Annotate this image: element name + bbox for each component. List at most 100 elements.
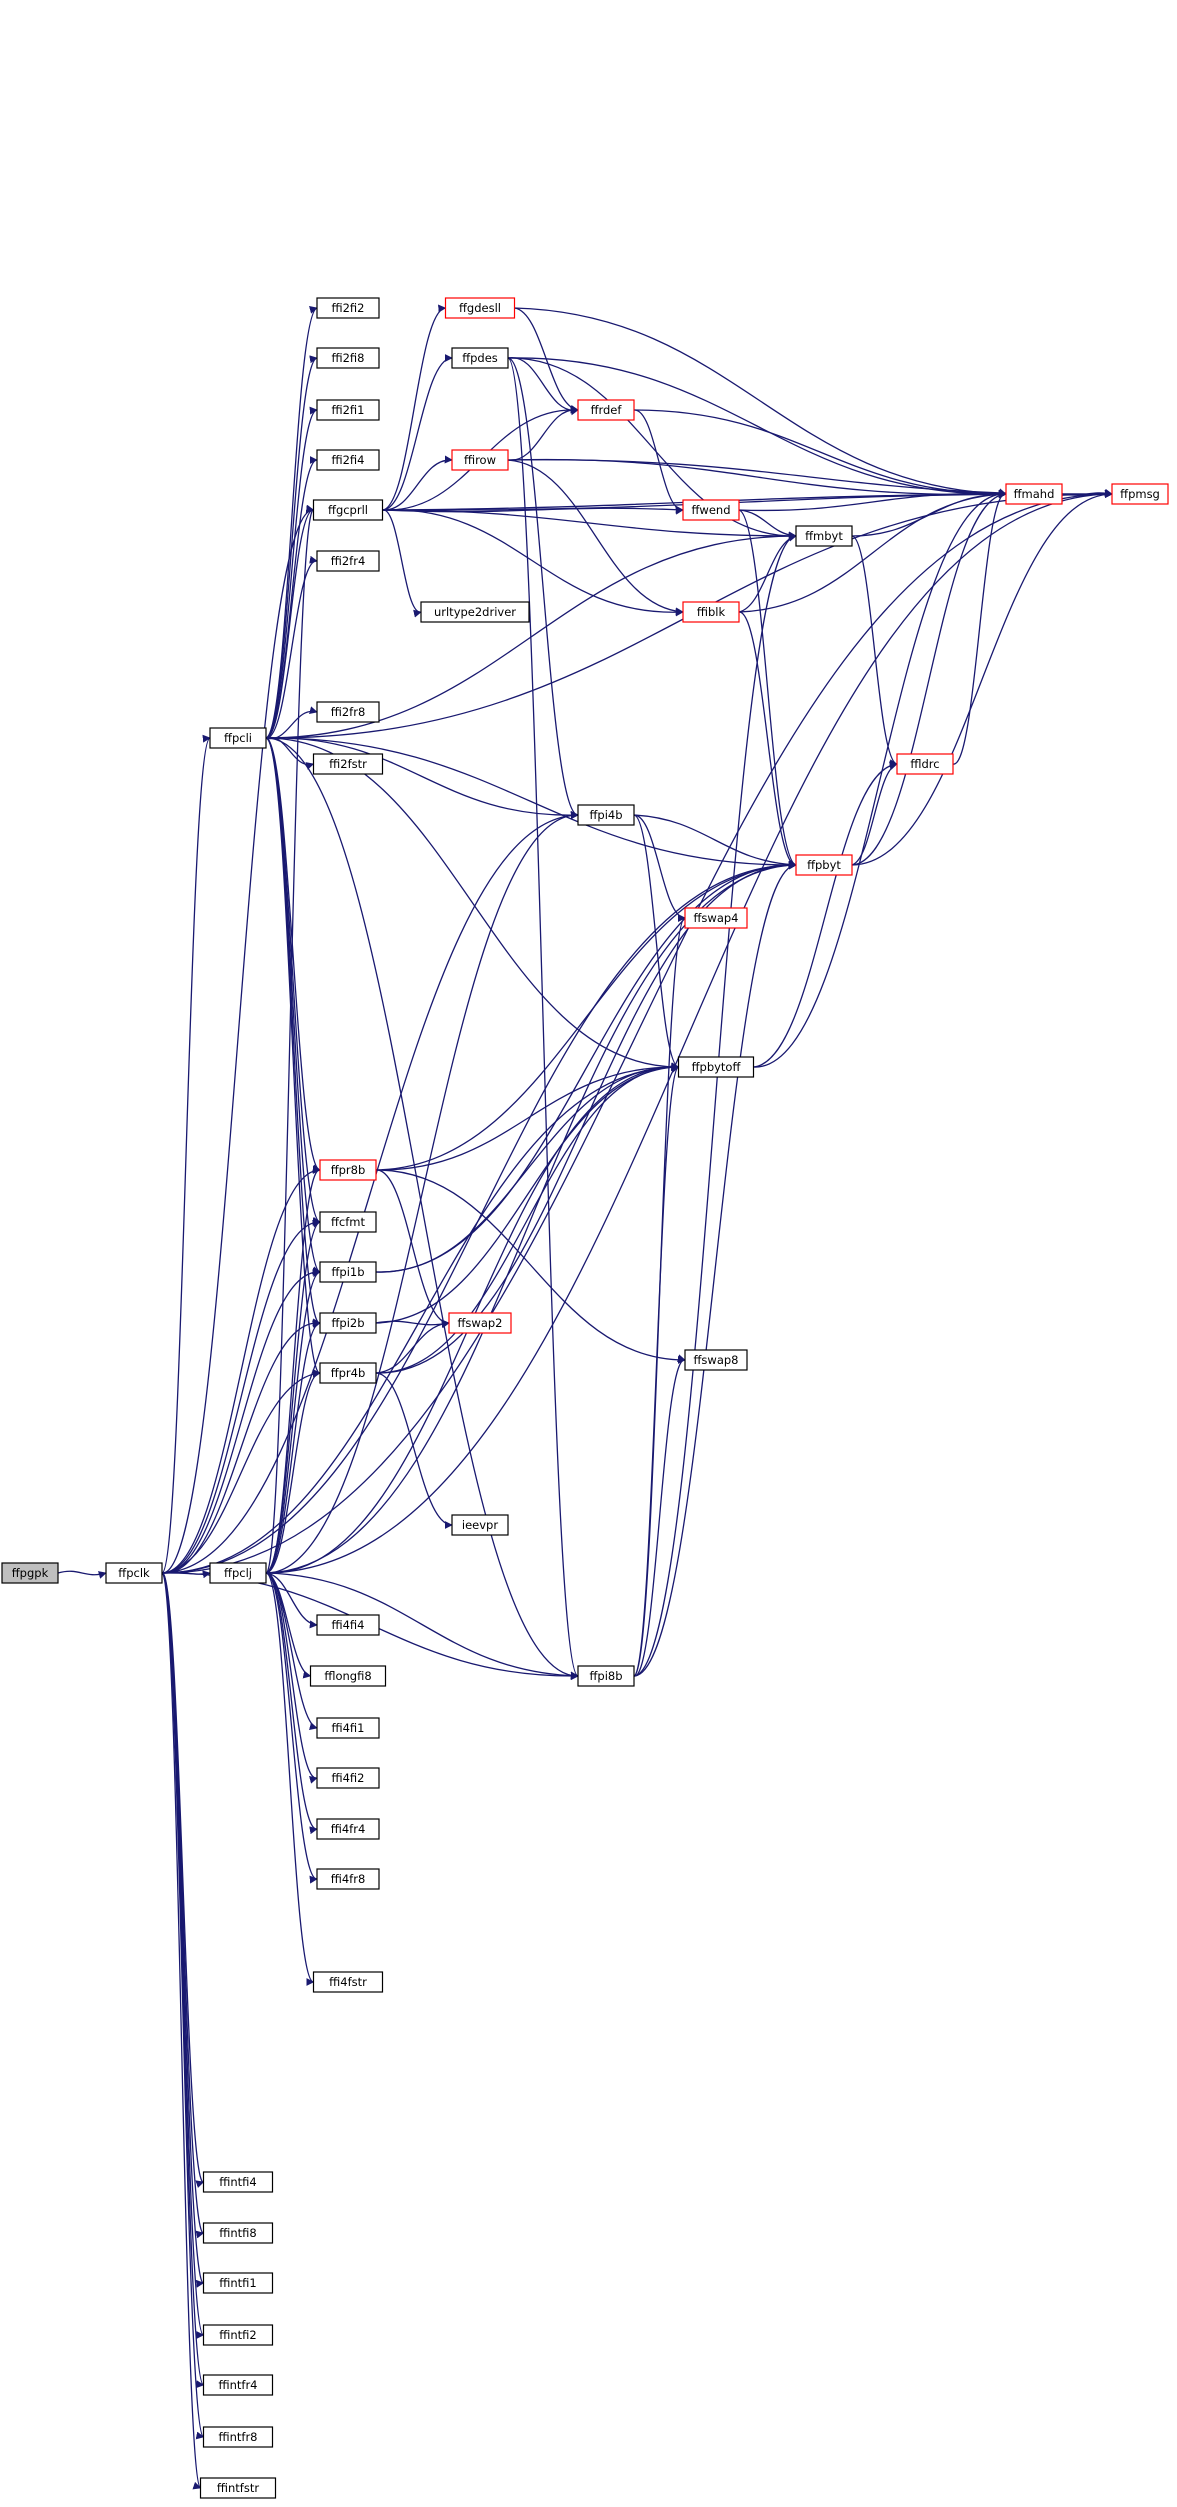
edge-ffgdesll-to-ffmahd xyxy=(514,307,1007,498)
node-ffintfi1[interactable]: ffintfi1 xyxy=(202,2272,274,2294)
edge-ffpclk-to-ffcfmt xyxy=(161,1217,321,1574)
edge-ffgcprll-to-ffwend xyxy=(382,505,684,514)
node-ffldrc[interactable]: ffldrc xyxy=(896,753,954,775)
node-label: ffgdesll xyxy=(459,301,501,315)
node-ffirow[interactable]: ffirow xyxy=(451,449,509,471)
node-ffpclk[interactable]: ffpclk xyxy=(105,1562,163,1584)
node-ffpr4b[interactable]: ffpr4b xyxy=(319,1362,377,1384)
node-ffintfr4[interactable]: ffintfr4 xyxy=(202,2374,274,2396)
edge-ffpi2b-to-ffpbytoff xyxy=(375,1063,680,1324)
node-ffiblk[interactable]: ffiblk xyxy=(682,601,740,623)
node-ffi2fi8[interactable]: ffi2fi8 xyxy=(316,347,380,369)
node-label: ffmahd xyxy=(1014,487,1055,501)
node-ffrdef[interactable]: ffrdef xyxy=(577,399,635,421)
edge-ffpdes-to-ffpi4b xyxy=(507,357,579,819)
node-ffi2fr4[interactable]: ffi2fr4 xyxy=(316,550,380,572)
node-ffi4fr4[interactable]: ffi4fr4 xyxy=(316,1818,380,1840)
node-ffpi1b[interactable]: ffpi1b xyxy=(319,1261,377,1283)
edge-ffpclj-to-ffgcprll xyxy=(265,505,315,1574)
node-label: ffpbytoff xyxy=(692,1060,742,1074)
node-label: ffpclk xyxy=(118,1566,150,1580)
node-ffi4fr8[interactable]: ffi4fr8 xyxy=(316,1868,380,1890)
node-ffi4fi4[interactable]: ffi4fi4 xyxy=(316,1614,380,1636)
node-box xyxy=(312,1971,384,1993)
node-box xyxy=(451,347,509,369)
node-ffi4fi1[interactable]: ffi4fi1 xyxy=(316,1717,380,1739)
node-ffi2fi1[interactable]: ffi2fi1 xyxy=(316,399,380,421)
node-box xyxy=(451,449,509,471)
node-ffpr8b[interactable]: ffpr8b xyxy=(319,1159,377,1181)
node-ffpi2b[interactable]: ffpi2b xyxy=(319,1312,377,1334)
node-label: ffi4fstr xyxy=(329,1975,367,1989)
node-ffpbyt[interactable]: ffpbyt xyxy=(795,854,853,876)
node-ffswap8[interactable]: ffswap8 xyxy=(684,1349,748,1371)
node-ffi2fi2[interactable]: ffi2fi2 xyxy=(316,297,380,319)
edge-ffpclk-to-ffpbytoff xyxy=(161,1063,680,1574)
node-box xyxy=(677,1056,755,1078)
node-ffpcli[interactable]: ffpcli xyxy=(209,727,267,749)
edge-ffiblk-to-ffpbyt xyxy=(738,611,797,870)
node-box xyxy=(202,2222,274,2244)
edge-ffrdef-to-ffmahd xyxy=(633,409,1007,498)
edge-ffpr4b-to-ieevpr xyxy=(375,1372,453,1529)
edge-ffgcprll-to-ffpdes xyxy=(382,354,453,511)
node-ffmahd[interactable]: ffmahd xyxy=(1005,483,1063,505)
node-ffintfr8[interactable]: ffintfr8 xyxy=(202,2426,274,2448)
node-box xyxy=(202,2324,274,2346)
node-box xyxy=(316,297,380,319)
node-box xyxy=(312,499,384,521)
edge-ffpclk-to-ffpi4b xyxy=(161,811,579,1574)
node-fflongfi8[interactable]: fflongfi8 xyxy=(309,1665,387,1687)
edge-ffpr4b-to-ffswap2 xyxy=(375,1319,450,1374)
node-ffpi4b[interactable]: ffpi4b xyxy=(577,804,635,826)
edge-ffirow-to-ffiblk xyxy=(507,459,684,616)
node-box xyxy=(105,1562,163,1584)
node-ffi4fi2[interactable]: ffi4fi2 xyxy=(316,1767,380,1789)
node-ffwend[interactable]: ffwend xyxy=(682,499,740,521)
node-ffi2fr8[interactable]: ffi2fr8 xyxy=(316,701,380,723)
edge-ffpclj-to-ffpi1b xyxy=(265,1269,321,1574)
edge-ffmbyt-to-ffmahd xyxy=(851,490,1007,537)
node-ffmbyt[interactable]: ffmbyt xyxy=(795,525,853,547)
node-box xyxy=(448,1312,512,1334)
node-box xyxy=(319,1312,377,1334)
node-ffswap2[interactable]: ffswap2 xyxy=(448,1312,512,1334)
edge-ffpcli-to-ffi2fi1 xyxy=(265,406,318,739)
edge-ffgcprll-to-urltype2driver xyxy=(382,509,422,618)
node-box xyxy=(202,2426,274,2448)
node-ieevpr[interactable]: ieevpr xyxy=(451,1514,509,1536)
node-ffgdesll[interactable]: ffgdesll xyxy=(444,297,516,319)
node-label: ffpgpk xyxy=(12,1566,49,1580)
node-box xyxy=(420,601,530,623)
node-ffintfi2[interactable]: ffintfi2 xyxy=(202,2324,274,2346)
node-urltype2driver[interactable]: urltype2driver xyxy=(420,601,530,623)
node-ffintfi8[interactable]: ffintfi8 xyxy=(202,2222,274,2244)
node-ffpbytoff[interactable]: ffpbytoff xyxy=(677,1056,755,1078)
node-ffcfmt[interactable]: ffcfmt xyxy=(319,1211,377,1233)
edge-ffpcli-to-ffgcprll xyxy=(265,505,315,739)
node-ffpi8b[interactable]: ffpi8b xyxy=(577,1665,635,1687)
edge-ffpclk-to-ffintfr4 xyxy=(161,1572,205,2388)
node-ffi2fstr[interactable]: ffi2fstr xyxy=(312,753,384,775)
node-box xyxy=(199,2477,277,2499)
node-label: ffcfmt xyxy=(331,1215,365,1229)
node-box xyxy=(316,1614,380,1636)
node-box xyxy=(202,2171,274,2193)
node-ffpclj[interactable]: ffpclj xyxy=(209,1562,267,1584)
node-ffpdes[interactable]: ffpdes xyxy=(451,347,509,369)
edge-ffgcprll-to-ffirow xyxy=(382,455,453,511)
node-ffswap4[interactable]: ffswap4 xyxy=(684,907,748,929)
node-ffgcprll[interactable]: ffgcprll xyxy=(312,499,384,521)
node-label: ffi2fstr xyxy=(329,757,367,771)
node-ffi2fi4[interactable]: ffi2fi4 xyxy=(316,449,380,471)
node-ffpmsg[interactable]: ffpmsg xyxy=(1111,483,1169,505)
node-ffintfstr[interactable]: ffintfstr xyxy=(199,2477,277,2499)
node-ffi4fstr[interactable]: ffi4fstr xyxy=(312,1971,384,1993)
edge-ffpclj-to-ffpi4b xyxy=(265,810,579,1574)
node-box xyxy=(444,297,516,319)
edge-ffpclk-to-ffpcli xyxy=(161,734,211,1574)
node-ffintfi4[interactable]: ffintfi4 xyxy=(202,2171,274,2193)
node-label: ffldrc xyxy=(910,757,939,771)
node-ffpgpk[interactable]: ffpgpk xyxy=(1,1562,59,1584)
